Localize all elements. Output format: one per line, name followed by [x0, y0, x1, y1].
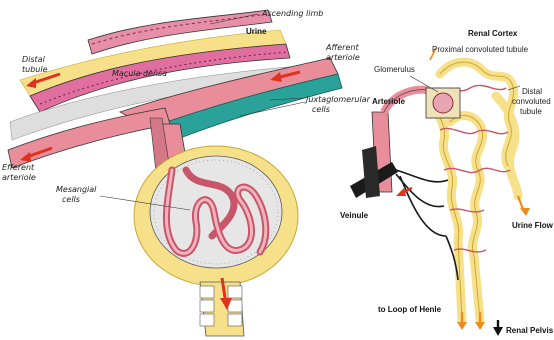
label-juxtaglomerular-2: cells	[312, 105, 330, 114]
label-distal-tubule-3: tubule	[520, 107, 542, 116]
label-mesangial-1: Mesangial	[56, 185, 97, 194]
label-distal-tubule-1: Distal	[22, 55, 46, 64]
label-macula-densa: Macula densa	[112, 69, 167, 78]
label-renal-pelvis: Renal Pelvis	[506, 326, 554, 335]
label-afferent-arteriole-2: arteriole	[326, 53, 360, 62]
urine-flow-arrowhead	[520, 208, 530, 216]
label-proximal-tubule: Proximal convoluted tubule	[432, 45, 529, 54]
label-juxtaglomerular-1: Juxtaglomerular	[304, 95, 371, 104]
label-loop-of-henle: to Loop of Henle	[378, 305, 442, 314]
label-distal-tubule-2: tubule	[22, 65, 48, 74]
glomerulus-tuft	[433, 93, 453, 113]
label-urine: Urine	[246, 27, 267, 36]
label-arteriole: Arteriole	[372, 97, 405, 106]
loop-henle-arrowhead-1	[457, 322, 467, 330]
label-distal-tubule-1: Distal	[522, 87, 542, 96]
arteriole-flow-arrowhead	[396, 188, 406, 196]
label-afferent-arteriole-1: Afferent	[325, 43, 359, 52]
loop-henle-arrowhead-2	[475, 322, 485, 330]
label-distal-tubule-2: convoluted	[512, 97, 551, 106]
label-mesangial-2: cells	[62, 195, 80, 204]
label-ascending-limb: Ascending limb	[261, 9, 323, 18]
label-efferent-arteriole-1: Efferent	[2, 163, 35, 172]
renal-pelvis-arrowhead	[493, 327, 503, 336]
label-renal-cortex: Renal Cortex	[468, 29, 518, 38]
label-efferent-arteriole-2: arteriole	[2, 173, 36, 182]
label-glomerulus: Glomerulus	[374, 65, 415, 74]
nephron-illustration: Renal Cortex Proximal convoluted tubule …	[340, 29, 554, 336]
label-urine-flow: Urine Flow	[512, 221, 554, 230]
juxtaglomerular-illustration: Ascending limb Urine Distal tubule Macul…	[2, 9, 371, 336]
label-veinule: Veinule	[340, 211, 369, 220]
